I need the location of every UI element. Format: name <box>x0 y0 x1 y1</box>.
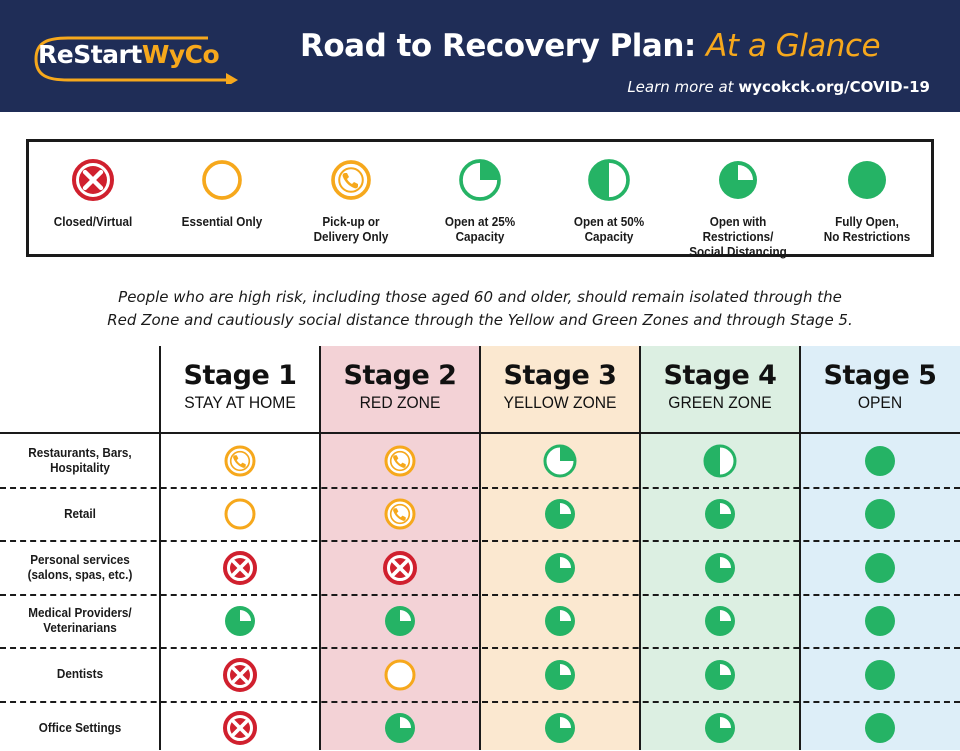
restricted-icon <box>382 710 418 746</box>
title-main: Road to Recovery Plan: <box>300 28 696 64</box>
stage-zone: OPEN <box>857 393 903 412</box>
row-label: Restaurants, Bars, Hospitality <box>28 444 132 475</box>
legend-box: Closed/Virtual Essential Only Pick-up or … <box>26 139 934 259</box>
legend-label: Open at 50% Capacity <box>573 214 644 244</box>
learn-more-link[interactable]: wycokck.org/COVID-19 <box>738 78 930 96</box>
header-rule <box>0 432 960 434</box>
restricted-icon <box>222 603 258 639</box>
legend-label: Open with Restrictions/ Social Distancin… <box>688 214 787 259</box>
row-divider <box>0 700 960 703</box>
open25-icon <box>458 158 502 202</box>
essential-icon <box>200 158 244 202</box>
row-divider <box>0 593 960 596</box>
full-icon <box>862 443 898 479</box>
logo-text-restart: ReStart <box>38 40 142 69</box>
restricted-icon <box>542 710 578 746</box>
pickup-icon <box>222 443 258 479</box>
pickup-icon <box>329 158 373 202</box>
open50-icon <box>702 443 738 479</box>
learn-more-text: Learn more at wycokck.org/COVID-19 <box>627 78 930 96</box>
stage-5-header: Stage 5 OPEN <box>800 360 960 413</box>
logo-text-wyco: WyCo <box>141 40 220 69</box>
logo-arrow-icon <box>34 36 238 84</box>
full-icon <box>862 496 898 532</box>
restricted-icon <box>542 496 578 532</box>
legend-item-essential: Essential Only <box>157 142 287 254</box>
row-divider <box>0 540 960 542</box>
pickup-icon <box>382 496 418 532</box>
legend-item-open25: Open at 25% Capacity <box>415 142 545 254</box>
stage-name: Stage 5 <box>823 360 937 391</box>
restricted-icon <box>716 158 760 202</box>
restricted-icon <box>702 603 738 639</box>
restricted-icon <box>702 496 738 532</box>
restricted-icon <box>542 603 578 639</box>
full-icon <box>845 158 889 202</box>
row-label: Medical Providers/ Veterinarians <box>28 605 132 636</box>
column-divider <box>159 346 161 750</box>
full-icon <box>862 657 898 693</box>
closed-icon <box>222 550 258 586</box>
column-divider <box>319 346 321 750</box>
closed-icon <box>222 710 258 746</box>
row-divider <box>0 647 960 649</box>
closed-icon <box>222 657 258 693</box>
legend-item-closed: Closed/Virtual <box>28 142 158 254</box>
legend-item-open50: Open at 50% Capacity <box>544 142 674 254</box>
legend-item-restricted: Open with Restrictions/ Social Distancin… <box>673 142 803 259</box>
stage-zone: GREEN ZONE <box>668 393 772 412</box>
stage-name: Stage 3 <box>503 360 617 391</box>
stage-2-header: Stage 2 RED ZONE <box>320 360 480 413</box>
stage-3-header: Stage 3 YELLOW ZONE <box>480 360 640 413</box>
legend-item-full: Fully Open, No Restrictions <box>802 142 932 254</box>
page-title: Road to Recovery Plan: At a Glance <box>300 28 881 64</box>
column-divider <box>799 346 801 750</box>
essential-icon <box>222 496 258 532</box>
full-icon <box>862 550 898 586</box>
stage-name: Stage 4 <box>663 360 777 391</box>
row-divider <box>0 486 960 489</box>
stage-zone: RED ZONE <box>359 393 441 412</box>
header-banner: ReStartWyCo Road to Recovery Plan: At a … <box>0 0 960 112</box>
restricted-icon <box>542 657 578 693</box>
restricted-icon <box>542 550 578 586</box>
pickup-icon <box>382 443 418 479</box>
stage-name: Stage 2 <box>343 360 457 391</box>
row-label: Office Settings <box>38 719 122 735</box>
legend-label: Fully Open, No Restrictions <box>823 214 910 244</box>
stage-name: Stage 1 <box>183 360 297 391</box>
legend-label: Pick-up or Delivery Only <box>313 214 389 244</box>
legend-label: Essential Only <box>181 214 263 229</box>
restricted-icon <box>702 657 738 693</box>
full-icon <box>862 603 898 639</box>
row-label: Retail <box>64 505 96 521</box>
stage-4-header: Stage 4 GREEN ZONE <box>640 360 800 413</box>
essential-icon <box>382 657 418 693</box>
high-risk-note: People who are high risk, including thos… <box>107 288 853 329</box>
legend-label: Open at 25% Capacity <box>444 214 516 244</box>
stage-1-header: Stage 1 STAY AT HOME <box>160 360 320 413</box>
stage-zone: YELLOW ZONE <box>503 393 617 412</box>
legend-item-pickup: Pick-up or Delivery Only <box>286 142 416 254</box>
full-icon <box>862 710 898 746</box>
closed-icon <box>71 158 115 202</box>
restricted-icon <box>382 603 418 639</box>
closed-icon <box>382 550 418 586</box>
restricted-icon <box>702 550 738 586</box>
row-label: Dentists <box>56 666 104 682</box>
legend-label: Closed/Virtual <box>54 214 133 229</box>
learn-more-prefix: Learn more at <box>627 78 739 96</box>
row-label: Personal services (salons, spas, etc.) <box>27 551 133 582</box>
column-divider <box>479 346 481 750</box>
open25-icon <box>542 443 578 479</box>
title-accent: At a Glance <box>706 28 881 64</box>
column-divider <box>639 346 641 750</box>
restart-wyco-logo: ReStartWyCo <box>28 34 248 84</box>
open50-icon <box>587 158 631 202</box>
stage-zone: STAY AT HOME <box>184 393 296 412</box>
restricted-icon <box>702 710 738 746</box>
